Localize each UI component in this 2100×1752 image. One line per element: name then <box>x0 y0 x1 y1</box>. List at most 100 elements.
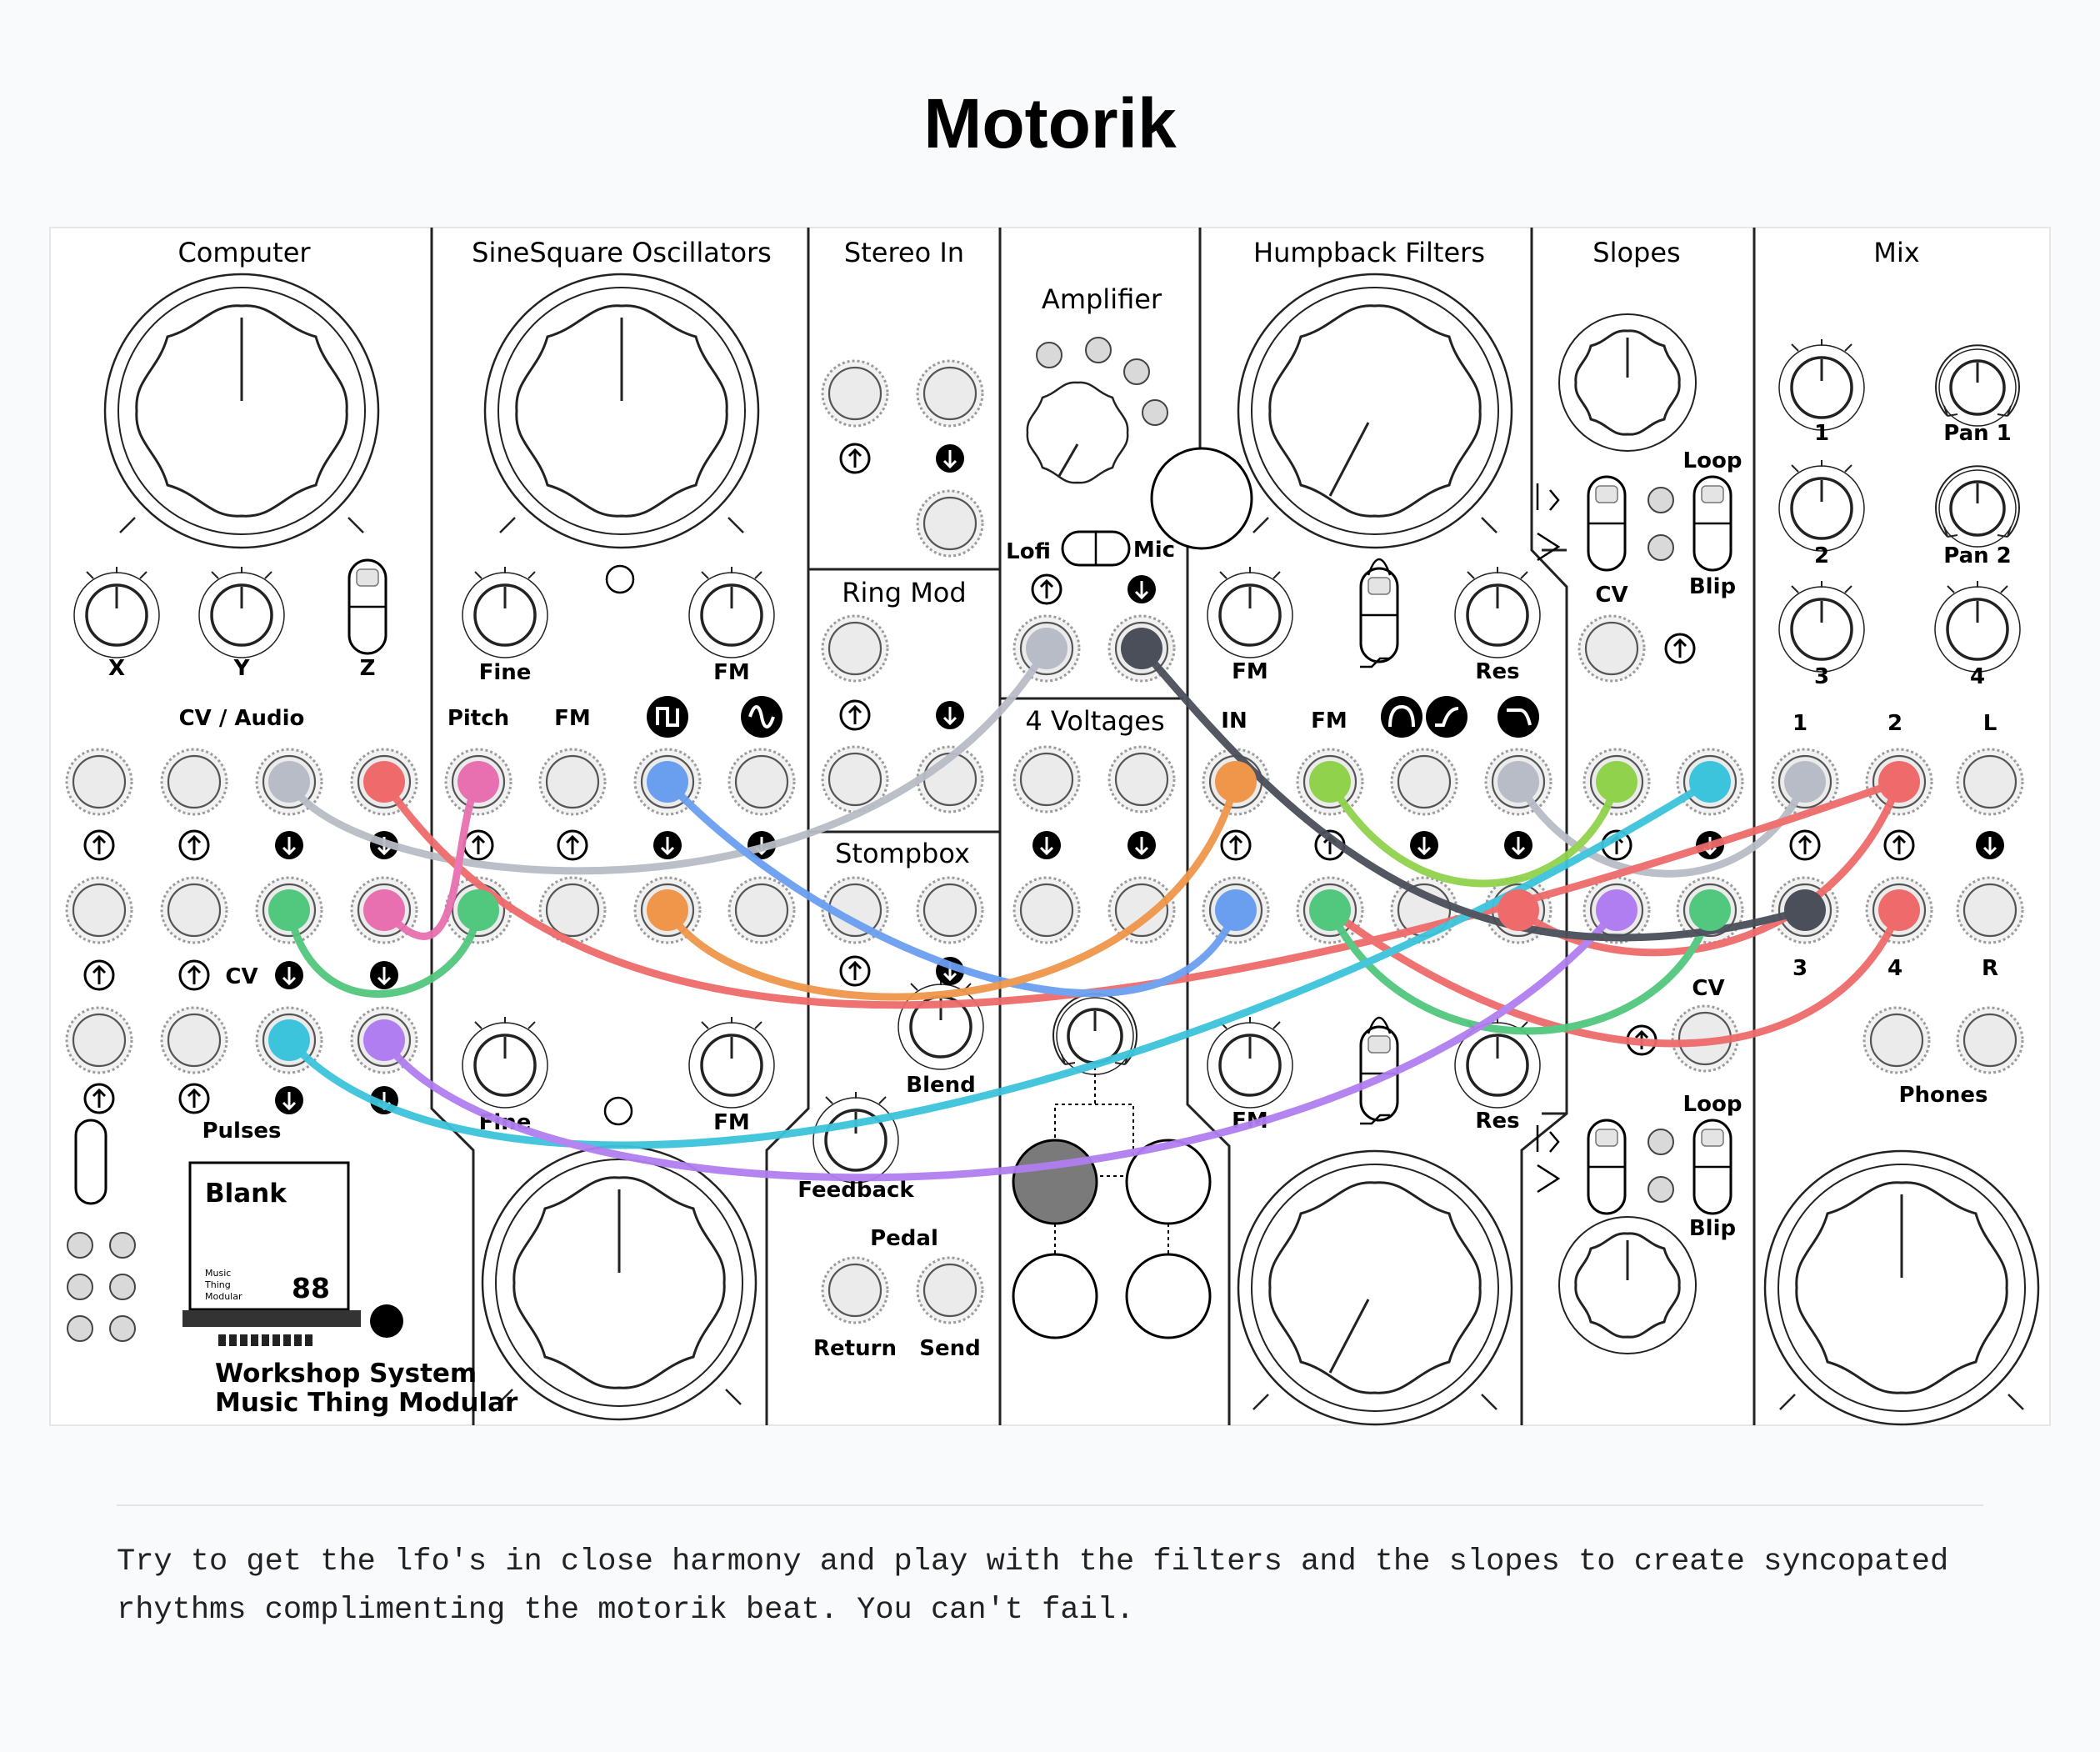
stereo-in-title: Stereo In <box>844 237 964 268</box>
slopes-shape-icons <box>1536 483 1561 1194</box>
big-knobs <box>103 273 2040 1426</box>
label-mix-3: 3 <box>1814 664 1829 689</box>
jack-pulse-2[interactable] <box>160 1006 228 1074</box>
cable-green-1 <box>285 906 482 999</box>
jack-cv-audio-2[interactable] <box>160 748 228 816</box>
sine-wave-icon <box>741 696 782 738</box>
switches <box>74 475 1732 1215</box>
slopes-1-mode-switch[interactable] <box>1587 475 1627 572</box>
jack-stereo-in-2[interactable] <box>916 359 984 428</box>
highpass-icon <box>1498 696 1539 738</box>
label-phones: Phones <box>1898 1083 1988 1108</box>
jack-stompbox-2[interactable] <box>916 876 984 944</box>
cable-pink <box>380 778 482 940</box>
oscillator-2-led <box>603 1096 633 1126</box>
amplifier-gain-knob[interactable] <box>1026 381 1129 484</box>
filter-1-cutoff-knob[interactable] <box>1237 273 1513 549</box>
label-mix-in-3: 3 <box>1792 956 1808 981</box>
jack-pedal-send[interactable] <box>916 1256 984 1324</box>
jack-voltage-2[interactable] <box>1108 745 1176 813</box>
voltage-button-3[interactable] <box>1012 1253 1098 1339</box>
mix-main-volume-knob[interactable] <box>1763 1149 2040 1426</box>
lofi-mic-switch[interactable] <box>1061 530 1131 567</box>
jack-phones-2[interactable] <box>1956 1006 2024 1074</box>
label-pulses: Pulses <box>202 1119 281 1144</box>
slopes-2-knob[interactable] <box>1558 1216 1697 1354</box>
computer-button[interactable] <box>74 1119 108 1205</box>
jack-cv-2[interactable] <box>160 876 228 944</box>
slopes-title: Slopes <box>1592 237 1680 268</box>
oscillator-1-pitch-knob[interactable] <box>483 273 760 549</box>
slopes-2-loop-switch[interactable] <box>1692 1119 1732 1215</box>
label-mix-1: 1 <box>1814 421 1829 446</box>
card-number: 88 <box>292 1272 330 1304</box>
cable-dark <box>1138 644 1809 942</box>
slopes-leds <box>1648 487 1674 1203</box>
label-mix-4: 4 <box>1970 664 1985 689</box>
jack-mix-r[interactable] <box>1956 876 2024 944</box>
filter-2-cutoff-knob[interactable] <box>1237 1149 1513 1426</box>
label-mix-in-2: 2 <box>1888 711 1902 736</box>
label-send: Send <box>919 1336 980 1361</box>
label-slopes-cv-2: CV <box>1692 976 1724 1001</box>
jack-osc2-sine[interactable] <box>728 876 796 944</box>
label-res-2: Res <box>1475 1109 1519 1134</box>
label-mix-in-4: 4 <box>1888 956 1902 981</box>
module-titles: Computer SineSquare Oscillators Stereo I… <box>178 237 1919 869</box>
card-brand-3: Modular <box>205 1291 242 1302</box>
jack-osc1-fm[interactable] <box>538 748 607 816</box>
filter-1-mode-switch[interactable] <box>1359 567 1399 663</box>
voltage-button-4[interactable] <box>1125 1253 1212 1339</box>
label-blend: Blend <box>906 1073 975 1098</box>
voltage-button-2[interactable] <box>1125 1139 1212 1225</box>
jack-filter-out-1[interactable] <box>1390 748 1458 816</box>
label-loop-1: Loop <box>1683 448 1742 473</box>
label-res-1: Res <box>1475 659 1519 684</box>
cable-cyan <box>285 778 1714 1149</box>
jack-slopes-cv[interactable] <box>1578 614 1646 683</box>
jack-voltage-3[interactable] <box>1012 876 1081 944</box>
label-blip-2: Blip <box>1689 1216 1736 1241</box>
program-card[interactable]: Blank Music Thing Modular 88 <box>182 1161 403 1346</box>
label-pedal: Pedal <box>870 1226 938 1251</box>
footer-line-1: Workshop System <box>215 1359 477 1389</box>
cable-plugs <box>268 628 1920 1061</box>
label-filter-fm-1: FM <box>1232 659 1268 684</box>
cable-orange <box>663 778 1240 1001</box>
label-feedback: Feedback <box>798 1178 914 1203</box>
jack-pulse-1[interactable] <box>65 1006 133 1074</box>
oscillators-title: SineSquare Oscillators <box>472 237 772 268</box>
divider <box>117 1504 1983 1506</box>
label-in: IN <box>1221 708 1247 733</box>
jack-cv-audio-1[interactable] <box>65 748 133 816</box>
slopes-2-mode-switch[interactable] <box>1587 1119 1627 1215</box>
module-dividers <box>430 228 1756 1425</box>
slopes-1-knob[interactable] <box>1558 313 1697 452</box>
jack-voltage-1[interactable] <box>1012 745 1081 813</box>
cable-blue <box>663 778 1240 997</box>
jack-mix-l[interactable] <box>1956 748 2024 816</box>
jack-phones-1[interactable] <box>1862 1006 1931 1074</box>
page-title: Motorik <box>923 84 1177 163</box>
jack-osc1-sine[interactable] <box>728 748 796 816</box>
oscillator-2-pitch-knob[interactable] <box>481 1144 758 1421</box>
oscillator-1-led <box>605 564 635 594</box>
computer-main-knob[interactable] <box>103 273 380 549</box>
slopes-1-loop-switch[interactable] <box>1692 475 1732 572</box>
jack-stereo-in-1[interactable] <box>821 359 889 428</box>
label-pitch: Pitch <box>448 706 509 731</box>
jack-ring-mod-1[interactable] <box>821 614 889 683</box>
panel-labels: X Y Z CV / Audio CV Pulses Fine FM Pitch… <box>108 421 2012 1361</box>
jack-stereo-in-3[interactable] <box>916 489 984 558</box>
amplifier-title: Amplifier <box>1042 283 1162 315</box>
label-cv: CV <box>225 964 258 989</box>
patch-description: Try to get the lfo's in close harmony an… <box>117 1544 1949 1628</box>
jack-cv-1[interactable] <box>65 876 133 944</box>
patch-cables <box>285 644 1903 1182</box>
jack-pedal-return[interactable] <box>821 1256 889 1324</box>
label-fine-1: Fine <box>479 660 532 685</box>
computer-title: Computer <box>178 237 311 268</box>
switch-z[interactable] <box>348 558 388 655</box>
square-wave-icon <box>647 696 688 738</box>
voltage-button-1[interactable] <box>1012 1139 1098 1225</box>
